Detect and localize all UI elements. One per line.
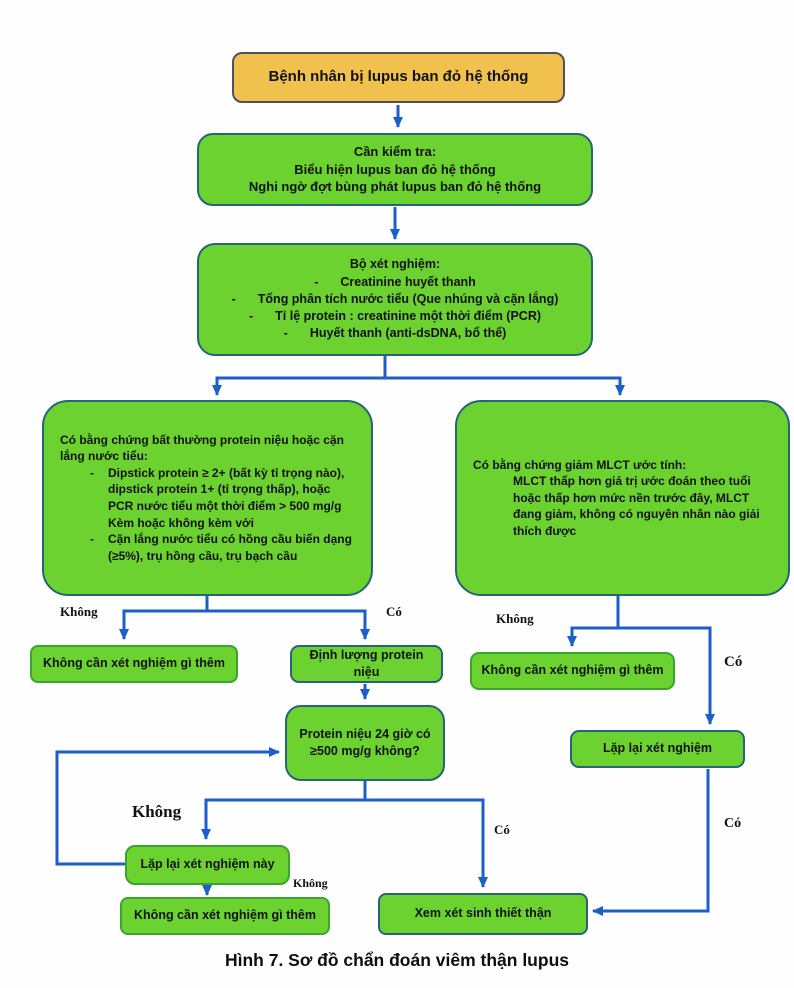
edge-label-yes-urine: Có	[386, 604, 402, 619]
dash-bullet: -	[314, 274, 319, 289]
urine-evidence-item-text: Dipstick protein ≥ 2+ (bất kỳ tỉ trọng n…	[108, 465, 345, 513]
test-panel-item: - Tổng phân tích nước tiểu (Que nhúng và…	[232, 291, 559, 308]
node-no-further-tests-right: Không cần xét nghiệm gì thêm	[470, 652, 675, 690]
dash-bullet: -	[248, 309, 254, 324]
node-consider-renal-biopsy: Xem xét sinh thiết thận	[378, 893, 588, 935]
urine-evidence-title: Có bằng chứng bất thường protein niệu ho…	[60, 432, 344, 464]
edge-label-no-repeat: Không	[293, 876, 328, 890]
repeat-test-text: Lặp lại xét nghiệm	[602, 741, 713, 756]
urine-evidence-item: - Cặn lắng nước tiểu có hồng cầu biến dạ…	[90, 531, 355, 564]
need-to-check-line2: Nghi ngờ đợt bùng phát lupus ban đỏ hệ t…	[248, 179, 542, 195]
edge-label-no-gfr: Không	[496, 611, 534, 626]
urine-evidence-connector: Kèm hoặc không kèm với	[108, 515, 254, 530]
need-to-check-line1: Biểu hiện lupus ban đỏ hệ thống	[294, 161, 496, 177]
test-panel-item: - Creatinine huyết thanh	[314, 274, 476, 291]
no-further-tests-right-text: Không cần xét nghiệm gì thêm	[481, 663, 664, 678]
node-quantify-proteinuria: Định lượng protein niệu	[290, 645, 443, 683]
no-further-tests-left-text: Không cần xét nghiệm gì thêm	[43, 656, 225, 671]
node-repeat-this-test: Lặp lại xét nghiệm này	[125, 845, 290, 885]
test-panel-item-text: Tổng phân tích nước tiểu (Que nhúng và c…	[257, 291, 559, 306]
node-no-further-tests-bottom: Không cần xét nghiệm gì thêm	[120, 897, 330, 935]
arrow-repeat-test-to-biopsy	[592, 769, 710, 916]
dash-bullet: -	[90, 532, 94, 547]
node-repeat-test: Lặp lại xét nghiệm	[570, 730, 745, 768]
gfr-evidence-title: Có bằng chứng giảm MLCT ước tính:	[473, 457, 687, 472]
dash-bullet: -	[90, 465, 94, 480]
node-patient-lupus-text: Bệnh nhân bị lupus ban đỏ hệ thống	[268, 68, 529, 86]
node-need-to-check: Cần kiểm tra: Biểu hiện lupus ban đỏ hệ …	[197, 133, 593, 206]
node-protein-24h-question: Protein niệu 24 giờ có ≥500 mg/g không?	[285, 705, 445, 781]
figure-caption: Hình 7. Sơ đồ chẩn đoán viêm thận lupus	[224, 950, 569, 970]
urine-evidence-item-text: Cặn lắng nước tiểu có hồng cầu biến dạng…	[108, 532, 352, 563]
gfr-evidence-body: MLCT thấp hơn giá trị ước đoán theo tuổi…	[513, 474, 760, 538]
no-further-tests-bottom-text: Không cần xét nghiệm gì thêm	[134, 908, 316, 923]
consider-renal-biopsy-text: Xem xét sinh thiết thận	[414, 906, 552, 921]
node-urine-evidence: Có bằng chứng bất thường protein niệu ho…	[42, 400, 373, 596]
urine-evidence-item: - Dipstick protein ≥ 2+ (bất kỳ tỉ trọng…	[90, 465, 355, 515]
node-gfr-evidence: Có bằng chứng giảm MLCT ước tính: MLCT t…	[455, 400, 790, 596]
node-patient-lupus: Bệnh nhân bị lupus ban đỏ hệ thống	[232, 52, 565, 103]
edge-label-no-protein24h: Không	[132, 802, 182, 821]
test-panel-item-text: Tỉ lệ protein : creatinine một thời điểm…	[275, 309, 542, 324]
test-panel-item: - Tỉ lệ protein : creatinine một thời đi…	[249, 308, 541, 325]
repeat-this-test-text: Lặp lại xét nghiệm này	[140, 857, 275, 872]
test-panel-item-text: Huyết thanh (anti-dsDNA, bổ thể)	[309, 326, 507, 341]
edge-label-yes-gfr: Có	[724, 654, 743, 670]
node-test-panel: Bộ xét nghiệm: - Creatinine huyết thanh …	[197, 243, 593, 356]
edge-label-yes-repeat: Có	[724, 816, 742, 831]
test-panel-item-text: Creatinine huyết thanh	[340, 274, 476, 289]
node-no-further-tests-left: Không cần xét nghiệm gì thêm	[30, 645, 238, 683]
test-panel-title: Bộ xét nghiệm:	[349, 257, 441, 272]
test-panel-item: - Huyết thanh (anti-dsDNA, bổ thể)	[284, 325, 507, 342]
need-to-check-title: Cần kiểm tra:	[353, 143, 437, 159]
edge-label-no-urine: Không	[60, 604, 98, 619]
dash-bullet: -	[231, 291, 236, 306]
protein-24h-question-text: Protein niệu 24 giờ có ≥500 mg/g không?	[299, 726, 431, 758]
quantify-proteinuria-text: Định lượng protein niệu	[309, 647, 424, 679]
edge-label-yes-protein24h: Có	[494, 822, 510, 837]
dash-bullet: -	[283, 326, 288, 341]
